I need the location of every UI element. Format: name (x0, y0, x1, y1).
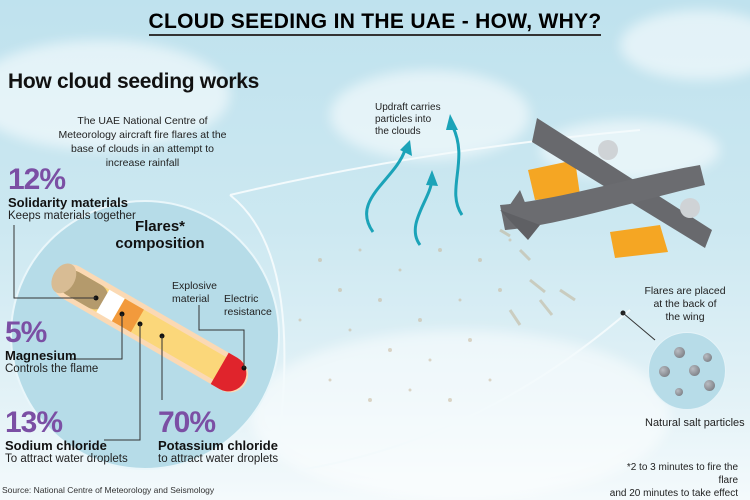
section-title: How cloud seeding works (8, 70, 259, 93)
electric-label-line: Electric (224, 293, 259, 305)
flares-placed-line: the wing (665, 311, 705, 323)
flares-title-line: composition (115, 235, 205, 252)
flares-composition-title: Flares* composition (110, 218, 210, 252)
updraft-label-line: the clouds (375, 126, 421, 137)
component-description: Keeps materials together (8, 210, 136, 222)
component-name: Magnesium (5, 348, 77, 363)
component-description: to attract water droplets (158, 453, 279, 465)
component-magnesium: 5% Magnesium Controls the flame (5, 316, 99, 376)
electric-resistance-label: Electric resistance (224, 293, 272, 319)
intro-text: The UAE National Centre of Meteorology a… (58, 115, 227, 169)
background-cloud (620, 10, 750, 80)
component-potassium-chloride: 70% Potassium chloride to attract water … (158, 406, 279, 466)
salt-pointer-line (620, 310, 656, 341)
flares-placed-label: Flares are placed at the back of the win… (640, 285, 730, 324)
source-credit: Source: National Centre of Meteorology a… (2, 485, 215, 495)
salt-particle-icon (703, 353, 712, 362)
flare-tube-illustration (13, 225, 249, 441)
salt-particle-icon (689, 365, 700, 376)
footnote-line: *2 to 3 minutes to fire the flare (626, 462, 738, 486)
footnote-line: and 20 minutes to take effect (609, 488, 738, 499)
component-percent: 13% (5, 406, 63, 439)
salt-particle-icon (675, 388, 683, 396)
updraft-label-line: Updraft carries (375, 102, 441, 113)
page-title: CLOUD SEEDING IN THE UAE - HOW, WHY? (0, 10, 750, 36)
background-cloud (250, 330, 670, 500)
salt-particles-circle (648, 332, 726, 410)
salt-particle-icon (659, 366, 670, 377)
component-name: Potassium chloride (158, 438, 278, 453)
flares-placed-line: Flares are placed (644, 285, 726, 297)
salt-particle-icon (674, 347, 685, 358)
electric-label-line: resistance (224, 306, 272, 318)
component-name: Sodium chloride (5, 438, 107, 453)
component-name: Solidarity materials (8, 195, 128, 210)
explosive-material-label: Explosive material (172, 280, 217, 306)
airplane-icon (500, 118, 712, 258)
component-percent: 12% (8, 163, 66, 196)
footnote: *2 to 3 minutes to fire the flare and 20… (608, 461, 738, 500)
updraft-label: Updraft carries particles into the cloud… (375, 102, 441, 138)
background-cloud (0, 40, 230, 150)
background-cloud (330, 70, 530, 160)
explosive-label-line: Explosive (172, 280, 217, 292)
flares-title-line: Flares* (134, 218, 186, 235)
page-title-text: CLOUD SEEDING IN THE UAE - HOW, WHY? (148, 10, 602, 36)
explosive-label-line: material (172, 293, 210, 305)
component-sodium-chloride: 13% Sodium chloride To attract water dro… (5, 406, 128, 466)
component-percent: 5% (5, 316, 47, 349)
component-description: Controls the flame (5, 363, 99, 375)
component-description: To attract water droplets (5, 453, 128, 465)
component-percent: 70% (158, 406, 216, 439)
salt-particles-label: Natural salt particles (645, 417, 745, 429)
flares-placed-line: at the back of (653, 298, 717, 310)
salt-particle-icon (704, 380, 715, 391)
updraft-label-line: particles into (375, 114, 432, 125)
component-solidarity: 12% Solidarity materials Keeps materials… (8, 163, 136, 223)
